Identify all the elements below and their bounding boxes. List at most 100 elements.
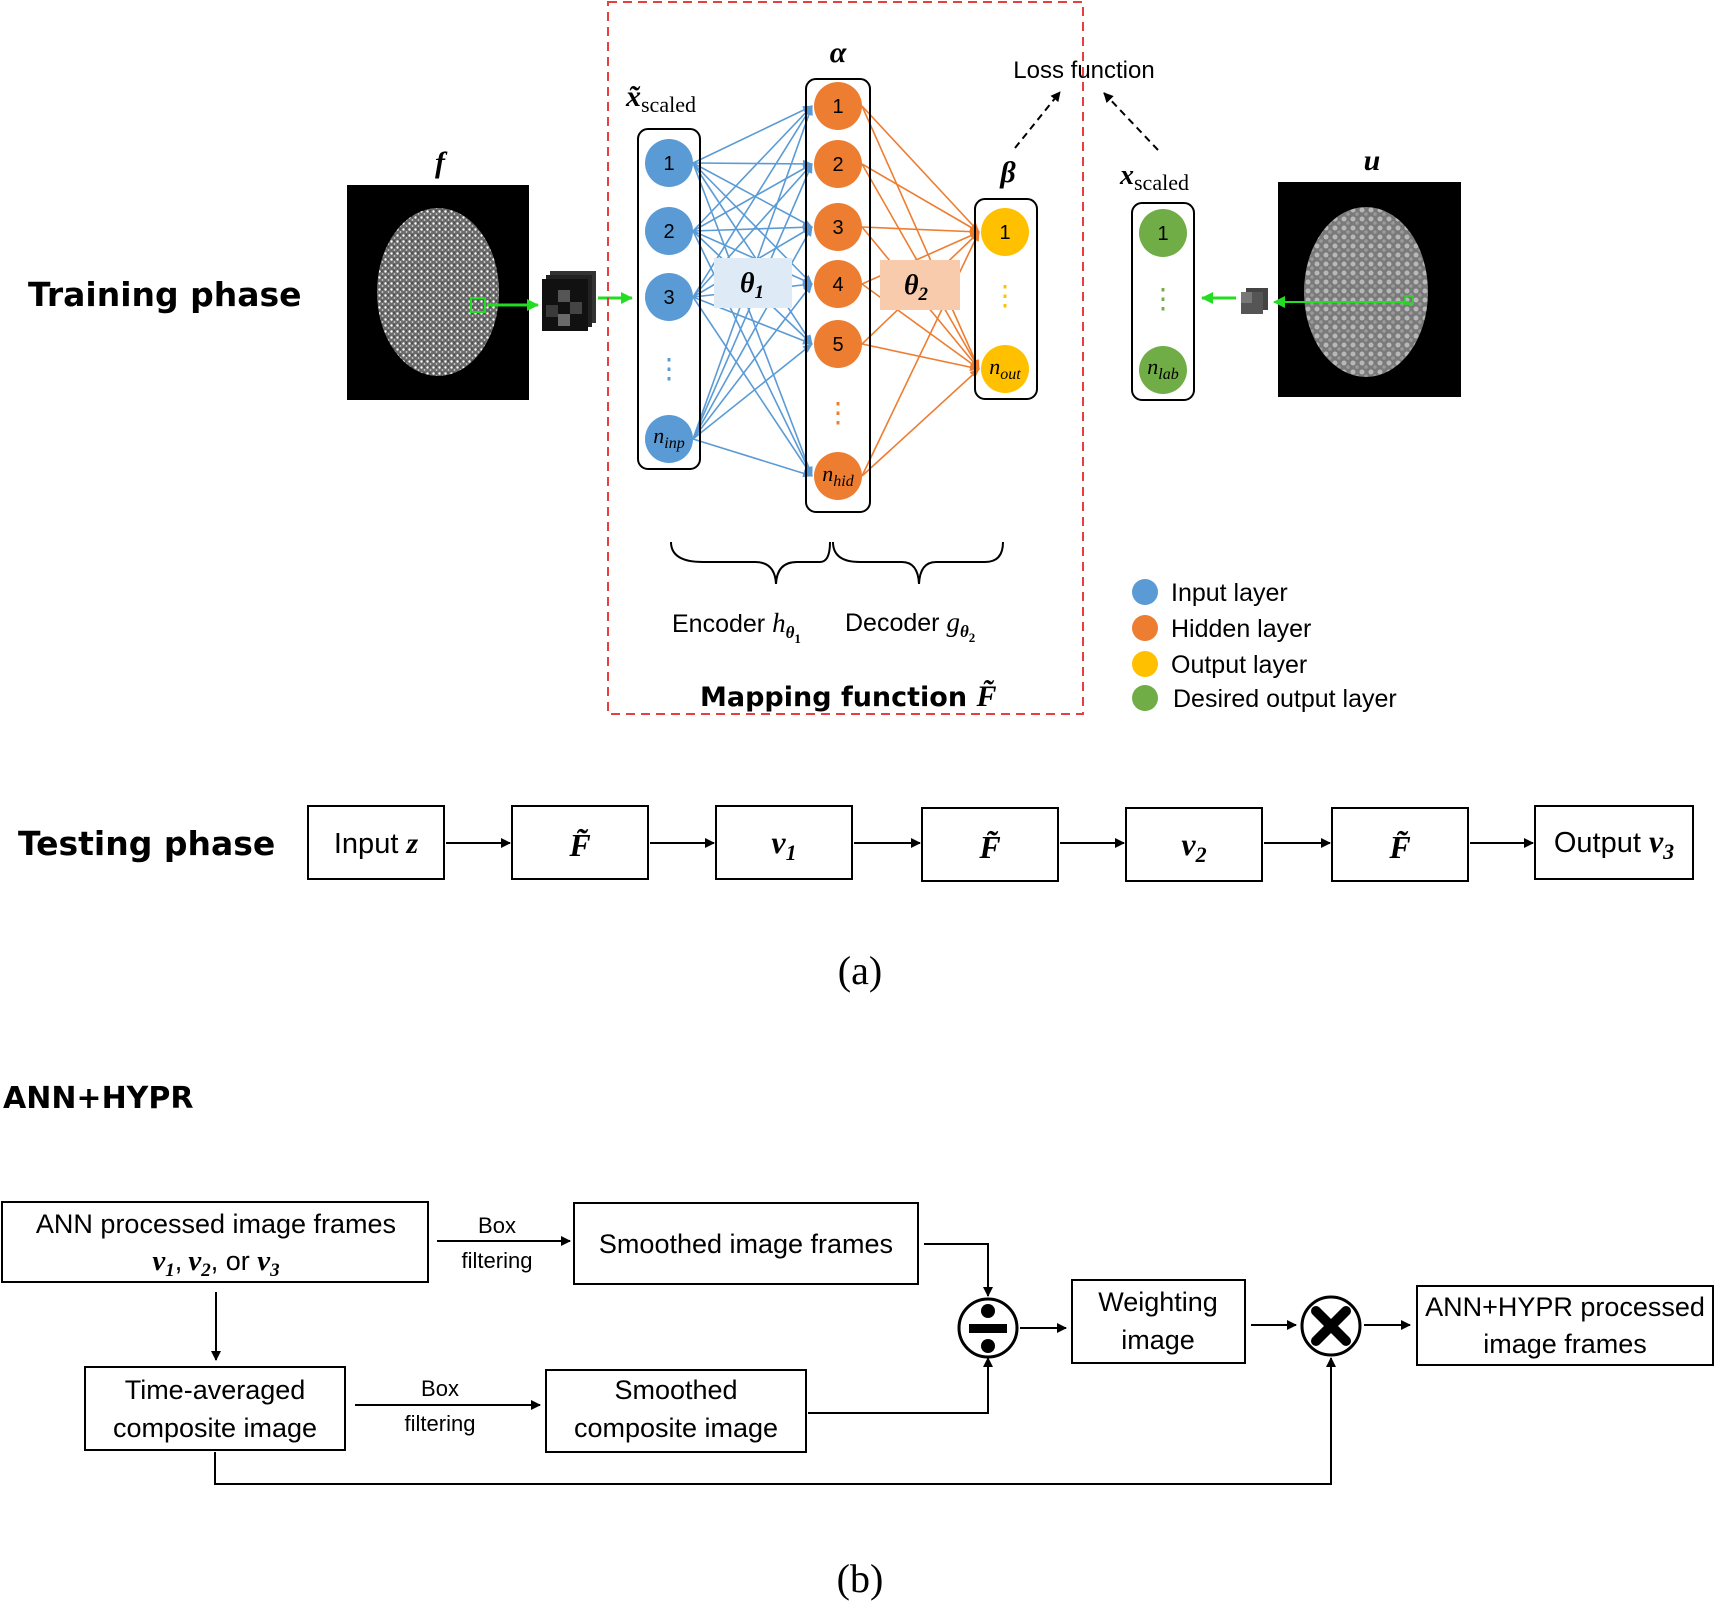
theta2-label: θ2 <box>904 270 929 305</box>
svg-text:5: 5 <box>832 334 843 356</box>
caption-a: (a) <box>838 948 882 993</box>
svg-text:2: 2 <box>663 221 674 243</box>
alpha-label: α <box>830 36 847 69</box>
weighting-line1: Weighting <box>1098 1287 1218 1317</box>
output-layer-box <box>974 198 1038 400</box>
encoder-edge <box>692 163 813 232</box>
test-v1-box <box>715 805 853 880</box>
ann-frames-line1: ANN processed image frames <box>36 1209 396 1239</box>
svg-text:Output layer: Output layer <box>1171 651 1307 679</box>
box-filter-label-2b: filtering <box>405 1411 476 1436</box>
test-input-label: Input z <box>334 827 419 860</box>
decoder-edge <box>861 343 980 372</box>
hypr-title: ANN+HYPR <box>3 1081 194 1116</box>
ann-frames-box <box>1 1201 429 1283</box>
test-output-box <box>1534 805 1694 880</box>
decoder-label: Decoder gθ2 <box>845 607 975 645</box>
image-f: f <box>347 146 529 400</box>
encoder-edge <box>692 159 813 168</box>
decoder-brace <box>832 541 1004 585</box>
hidden-node: 5 <box>814 320 862 368</box>
test-v2-label: v2 <box>1181 826 1206 867</box>
svg-text:1: 1 <box>1157 223 1168 245</box>
patch-u-icon <box>1241 288 1268 314</box>
encoder-edge <box>692 226 813 440</box>
output-node-n: nout <box>981 345 1029 393</box>
test-f-box-2 <box>921 807 1059 882</box>
frames-to-divide-line <box>924 1243 993 1297</box>
input-node-n: ninp <box>645 415 693 463</box>
image-u <box>1278 182 1461 397</box>
input-layer-box <box>637 128 701 470</box>
encoder-edge <box>692 438 813 478</box>
test-f-box-1 <box>511 805 649 880</box>
encoder-label: Encoder hθ1 <box>672 608 801 646</box>
x-scaled-label: xscaled <box>1119 160 1189 195</box>
label-vdots: ⋮ <box>1149 282 1177 315</box>
encoder-edge <box>692 105 813 164</box>
u-label: u <box>1364 144 1381 177</box>
output-node: 1 <box>981 208 1029 256</box>
test-f-label-3: F̃ <box>1388 829 1410 865</box>
encoder-brace <box>670 541 831 585</box>
weighting-line2: image <box>1121 1325 1195 1355</box>
decoder-edge <box>861 105 980 233</box>
legend-item: Hidden layer <box>1132 615 1311 643</box>
test-f-label-2: F̃ <box>978 829 1000 865</box>
svg-text:ninp: ninp <box>653 423 684 452</box>
label-node: 1 <box>1139 209 1187 257</box>
divide-icon <box>957 1297 1019 1359</box>
encoder-edge <box>692 230 813 477</box>
test-output-label: Output v3 <box>1554 823 1674 864</box>
svg-text:3: 3 <box>663 287 674 309</box>
encoder-edge <box>692 296 813 477</box>
input-vdots: ⋮ <box>655 352 683 385</box>
loss-arrow-left <box>1014 91 1061 149</box>
svg-text:1: 1 <box>663 153 674 175</box>
svg-text:1: 1 <box>999 222 1010 244</box>
hidden-node-n: nhid <box>814 452 862 500</box>
label-layer-box <box>1131 202 1195 401</box>
hypr-output-line1: ANN+HYPR processed <box>1425 1292 1705 1322</box>
encoder-edge <box>692 105 813 298</box>
test-f-label-1: F̃ <box>568 827 590 863</box>
theta1-bg <box>714 258 792 308</box>
testing-phase-label: Testing phase <box>18 824 275 863</box>
comp-to-divide-line <box>808 1357 993 1414</box>
mapping-function-label: Mapping function F̃ <box>700 680 997 713</box>
output-vdots: ⋮ <box>991 279 1019 312</box>
svg-text:3: 3 <box>832 217 843 239</box>
time-avg-line2: composite image <box>113 1413 317 1443</box>
smoothed-comp-line1: Smoothed <box>614 1375 737 1405</box>
svg-text:Desired output layer: Desired output layer <box>1173 685 1397 713</box>
svg-text:Hidden layer: Hidden layer <box>1171 615 1311 643</box>
multiply-icon <box>1300 1295 1362 1357</box>
decoder-connections <box>861 105 980 477</box>
hypr-output-line2: image frames <box>1483 1329 1647 1359</box>
encoder-edge <box>692 343 813 440</box>
patch-stack-icon <box>542 271 596 331</box>
decoder-edge <box>861 368 980 477</box>
encoder-edge <box>692 162 813 228</box>
timeavg-to-multiply-line <box>214 1357 1336 1485</box>
box-filter-label-1b: filtering <box>462 1248 533 1273</box>
svg-text:nhid: nhid <box>822 461 854 490</box>
beta-label: β <box>999 156 1016 189</box>
svg-text:nlab: nlab <box>1147 354 1178 383</box>
input-node: 1 <box>645 139 693 187</box>
encoder-edge <box>692 162 813 345</box>
legend-item: Desired output layer <box>1132 685 1397 713</box>
smoothed-comp-box <box>545 1369 807 1453</box>
legend-item: Input layer <box>1132 579 1288 607</box>
smoothed-comp-line2: composite image <box>574 1413 778 1443</box>
caption-b: (b) <box>837 1556 884 1601</box>
time-avg-box <box>84 1366 346 1451</box>
test-v1-label: v1 <box>771 824 796 865</box>
label-node-n: nlab <box>1139 346 1187 394</box>
hidden-node: 2 <box>814 140 862 188</box>
encoder-edge <box>692 105 813 232</box>
encoder-edge <box>692 230 813 285</box>
legend-item: Output layer <box>1132 651 1307 679</box>
f-label: f <box>435 146 448 179</box>
hypr-output-box <box>1416 1285 1714 1366</box>
